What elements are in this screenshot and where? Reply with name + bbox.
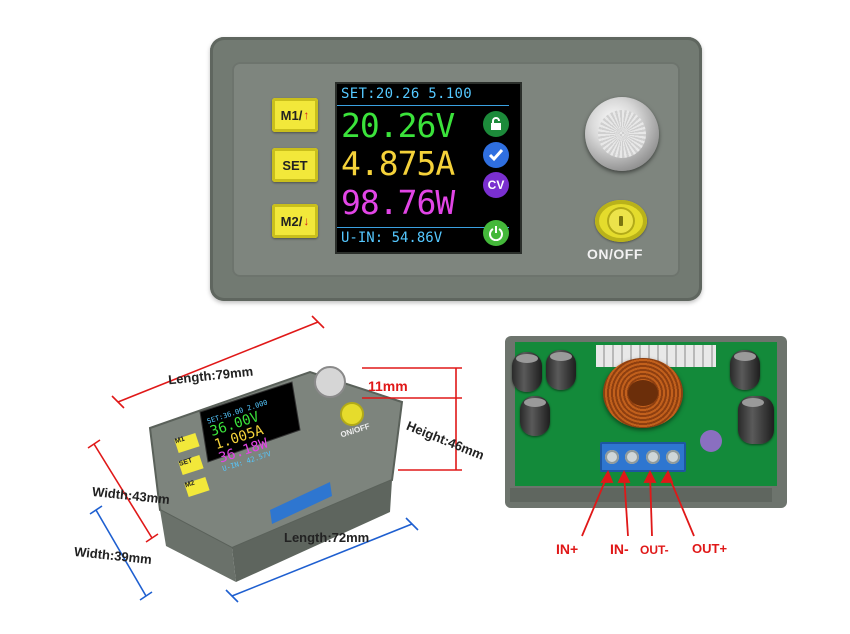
down-arrow-icon: ↓ (303, 214, 310, 228)
in-plus-label: IN+ (556, 541, 579, 557)
screw-icon (605, 450, 619, 464)
up-arrow-icon: ↑ (303, 108, 310, 122)
lock-icon (483, 111, 509, 137)
capacitor (738, 396, 774, 444)
component (700, 430, 722, 452)
screw-icon (646, 450, 660, 464)
lcd-set-line: SET:20.26 5.100 (341, 86, 472, 102)
terminal-arrows (581, 470, 695, 537)
set-button[interactable]: SET (272, 148, 318, 182)
check-icon (483, 142, 509, 168)
capacitor (546, 350, 576, 390)
rotary-knob-cap (598, 110, 646, 158)
small-module (148, 366, 404, 582)
capacitor (520, 396, 550, 436)
screw-icon (666, 450, 680, 464)
m2-button-label: M2/ (280, 213, 303, 229)
lcd-screen: SET:20.26 5.100 20.26V 4.875A 98.76W U-I… (335, 82, 522, 254)
knob-height-label: 11mm (368, 378, 408, 394)
set-button-label: SET (282, 157, 308, 173)
screw-icon (625, 450, 639, 464)
lcd-power: 98.76W (341, 183, 455, 222)
m2-button[interactable]: M2/↓ (272, 204, 318, 238)
in-minus-label: IN- (610, 541, 629, 557)
power-icon (607, 207, 635, 235)
lcd-current: 4.875A (341, 144, 455, 183)
m1-button[interactable]: M1/↑ (272, 98, 318, 132)
dimension-drawing (87, 315, 462, 603)
length72-label: Length:72mm (284, 530, 370, 545)
onoff-label: ON/OFF (587, 246, 643, 262)
out-minus-label: OUT- (640, 543, 669, 557)
cv-icon: CV (483, 172, 509, 198)
power-icon (483, 220, 509, 246)
onoff-button[interactable] (595, 200, 647, 242)
lcd-divider-top (337, 105, 509, 106)
terminal-block (600, 442, 686, 472)
board-case-front (510, 488, 772, 502)
capacitor (512, 352, 542, 392)
lcd-voltage: 20.26V (341, 106, 455, 145)
out-plus-label: OUT+ (692, 541, 728, 556)
inductor-core (628, 380, 658, 406)
lcd-input-voltage: U-IN: 54.86V (341, 230, 443, 246)
capacitor (730, 350, 760, 390)
m1-button-label: M1/ (280, 107, 303, 123)
lcd-divider-bottom (337, 227, 509, 228)
